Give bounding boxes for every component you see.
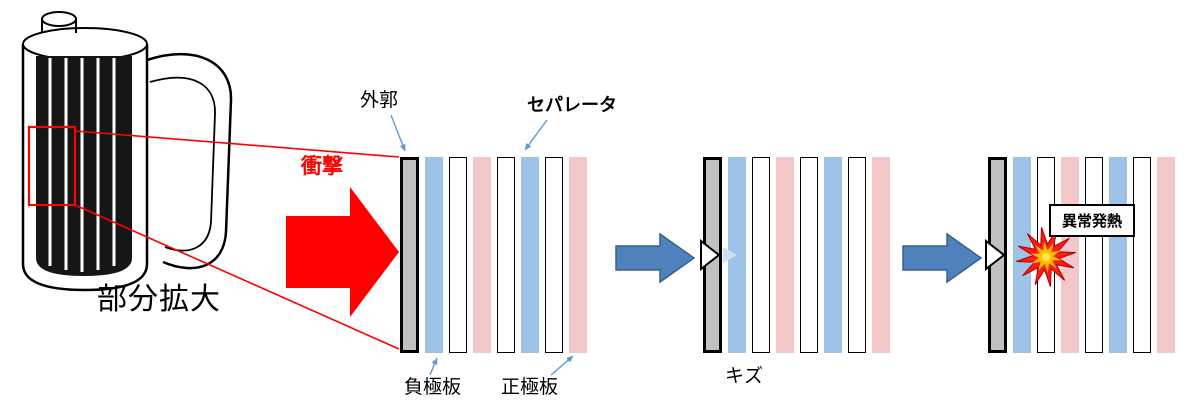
negative-layer	[800, 157, 818, 353]
shell-layer	[988, 157, 1007, 353]
negative-layer	[449, 157, 467, 353]
label-positive-plate: 正極板	[501, 377, 559, 398]
flow-arrow-2	[902, 232, 983, 284]
positive-layer	[776, 157, 794, 353]
label-scratch: キズ	[725, 366, 764, 387]
shell-layer	[400, 157, 419, 353]
label-abnormal-heat: 異常発熱	[1049, 204, 1136, 237]
leader-positive	[550, 355, 574, 376]
negative-layer	[848, 157, 866, 353]
leader-negative	[429, 357, 438, 376]
negative-layer	[1037, 157, 1055, 353]
highlight-box	[27, 125, 77, 207]
positive-layer	[1061, 157, 1079, 353]
label-negative-plate: 負極板	[404, 377, 462, 398]
positive-layer	[1157, 157, 1175, 353]
zoom-line-bottom	[74, 204, 400, 350]
negative-layer	[1133, 157, 1151, 353]
leader-shell	[390, 114, 406, 152]
positive-layer	[872, 157, 890, 353]
separator-layer	[1013, 157, 1031, 353]
zoom-line-top	[74, 130, 400, 158]
negative-layer	[752, 157, 770, 353]
separator-layer	[521, 157, 539, 353]
separator-layer	[824, 157, 842, 353]
label-impact: 衝撃	[301, 155, 343, 178]
label-outer-shell: 外郭	[360, 90, 399, 111]
separator-layer	[425, 157, 443, 353]
battery-illustration	[21, 11, 233, 292]
separator-layer	[728, 157, 746, 353]
negative-layer	[497, 157, 515, 353]
positive-layer	[569, 157, 587, 353]
negative-layer	[545, 157, 563, 353]
layer-stack-overheated	[988, 157, 1175, 353]
separator-layer	[1109, 157, 1127, 353]
label-separator: セパレータ	[527, 95, 617, 115]
negative-layer	[1085, 157, 1103, 353]
layer-stack-scratched	[703, 157, 890, 353]
label-partial-enlargement: 部分拡大	[97, 283, 221, 316]
impact-arrow	[286, 187, 399, 317]
flow-arrow-1	[615, 232, 696, 284]
leader-separator	[524, 119, 548, 151]
layer-stack-intact	[400, 157, 587, 353]
positive-layer	[473, 157, 491, 353]
shell-layer	[703, 157, 722, 353]
